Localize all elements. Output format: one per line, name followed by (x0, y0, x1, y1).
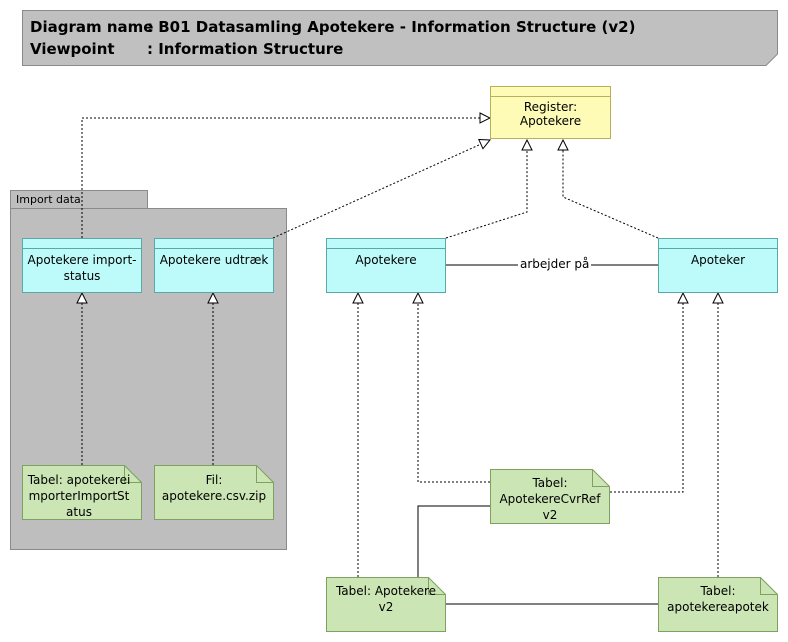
class-apotekere-import-status[interactable]: Apotekere import-status (22, 238, 142, 293)
viewpoint-value: : Information Structure (147, 40, 344, 58)
realization-apotekere-register[interactable] (445, 140, 527, 239)
realization-udtraek-register[interactable] (272, 140, 490, 239)
diagram-header: Diagram name: B01 Datasamling Apotekere … (30, 16, 635, 60)
note-tabel-apotekere-v2[interactable]: Tabel: Apotekere v2 (335, 584, 437, 614)
class-import-status-label: Apotekere import-status (27, 253, 137, 283)
realization-cvrref-apoteker[interactable] (610, 293, 683, 493)
note-shape-apotekere-v2 (326, 577, 446, 632)
realization-apoteker-register[interactable] (563, 140, 659, 239)
diagram-name-key: Diagram name (30, 18, 154, 36)
package-import-data-tab[interactable]: Import data (10, 190, 148, 208)
note-tabel-import-status[interactable]: Tabel: apotekereimporterImportStatus (27, 473, 131, 519)
note-tabel-apotek[interactable]: Tabel: apotekereapotek (667, 584, 769, 614)
class-apotekere-label: Apotekere (355, 253, 417, 267)
note-shape-import-status (22, 465, 142, 520)
class-apotekere[interactable]: Apotekere (326, 238, 446, 293)
association-label-arbejder-paa: arbejder på (518, 257, 592, 271)
class-apoteker-label: Apoteker (690, 253, 746, 267)
realization-import-status-register[interactable] (81, 118, 490, 238)
note-shape-cvrref (490, 469, 610, 524)
viewpoint-key: Viewpoint (30, 40, 115, 58)
diagram-name-value: : B01 Datasamling Apotekere - Informatio… (147, 18, 636, 36)
note-shape-csv (154, 465, 274, 520)
register-apotekere[interactable]: Register: Apotekere (490, 86, 611, 139)
class-apoteker[interactable]: Apoteker (658, 238, 778, 293)
realization-cvrref-apotekere[interactable] (418, 293, 490, 483)
class-udtraek-label: Apotekere udtræk (159, 253, 269, 267)
association-cvrref-apotekere-v2[interactable] (417, 505, 490, 577)
class-apotekere-udtraek[interactable]: Apotekere udtræk (154, 238, 274, 293)
register-apotekere-label: Register: Apotekere (519, 100, 582, 128)
package-label: Import data (16, 193, 81, 206)
note-fil-csv[interactable]: Fil: apotekere.csv.zip (161, 473, 267, 503)
note-shape-apotek (658, 577, 778, 632)
diagram-header-background (22, 10, 778, 66)
note-tabel-cvrref[interactable]: Tabel: ApotekereCvrRef v2 (499, 476, 601, 522)
